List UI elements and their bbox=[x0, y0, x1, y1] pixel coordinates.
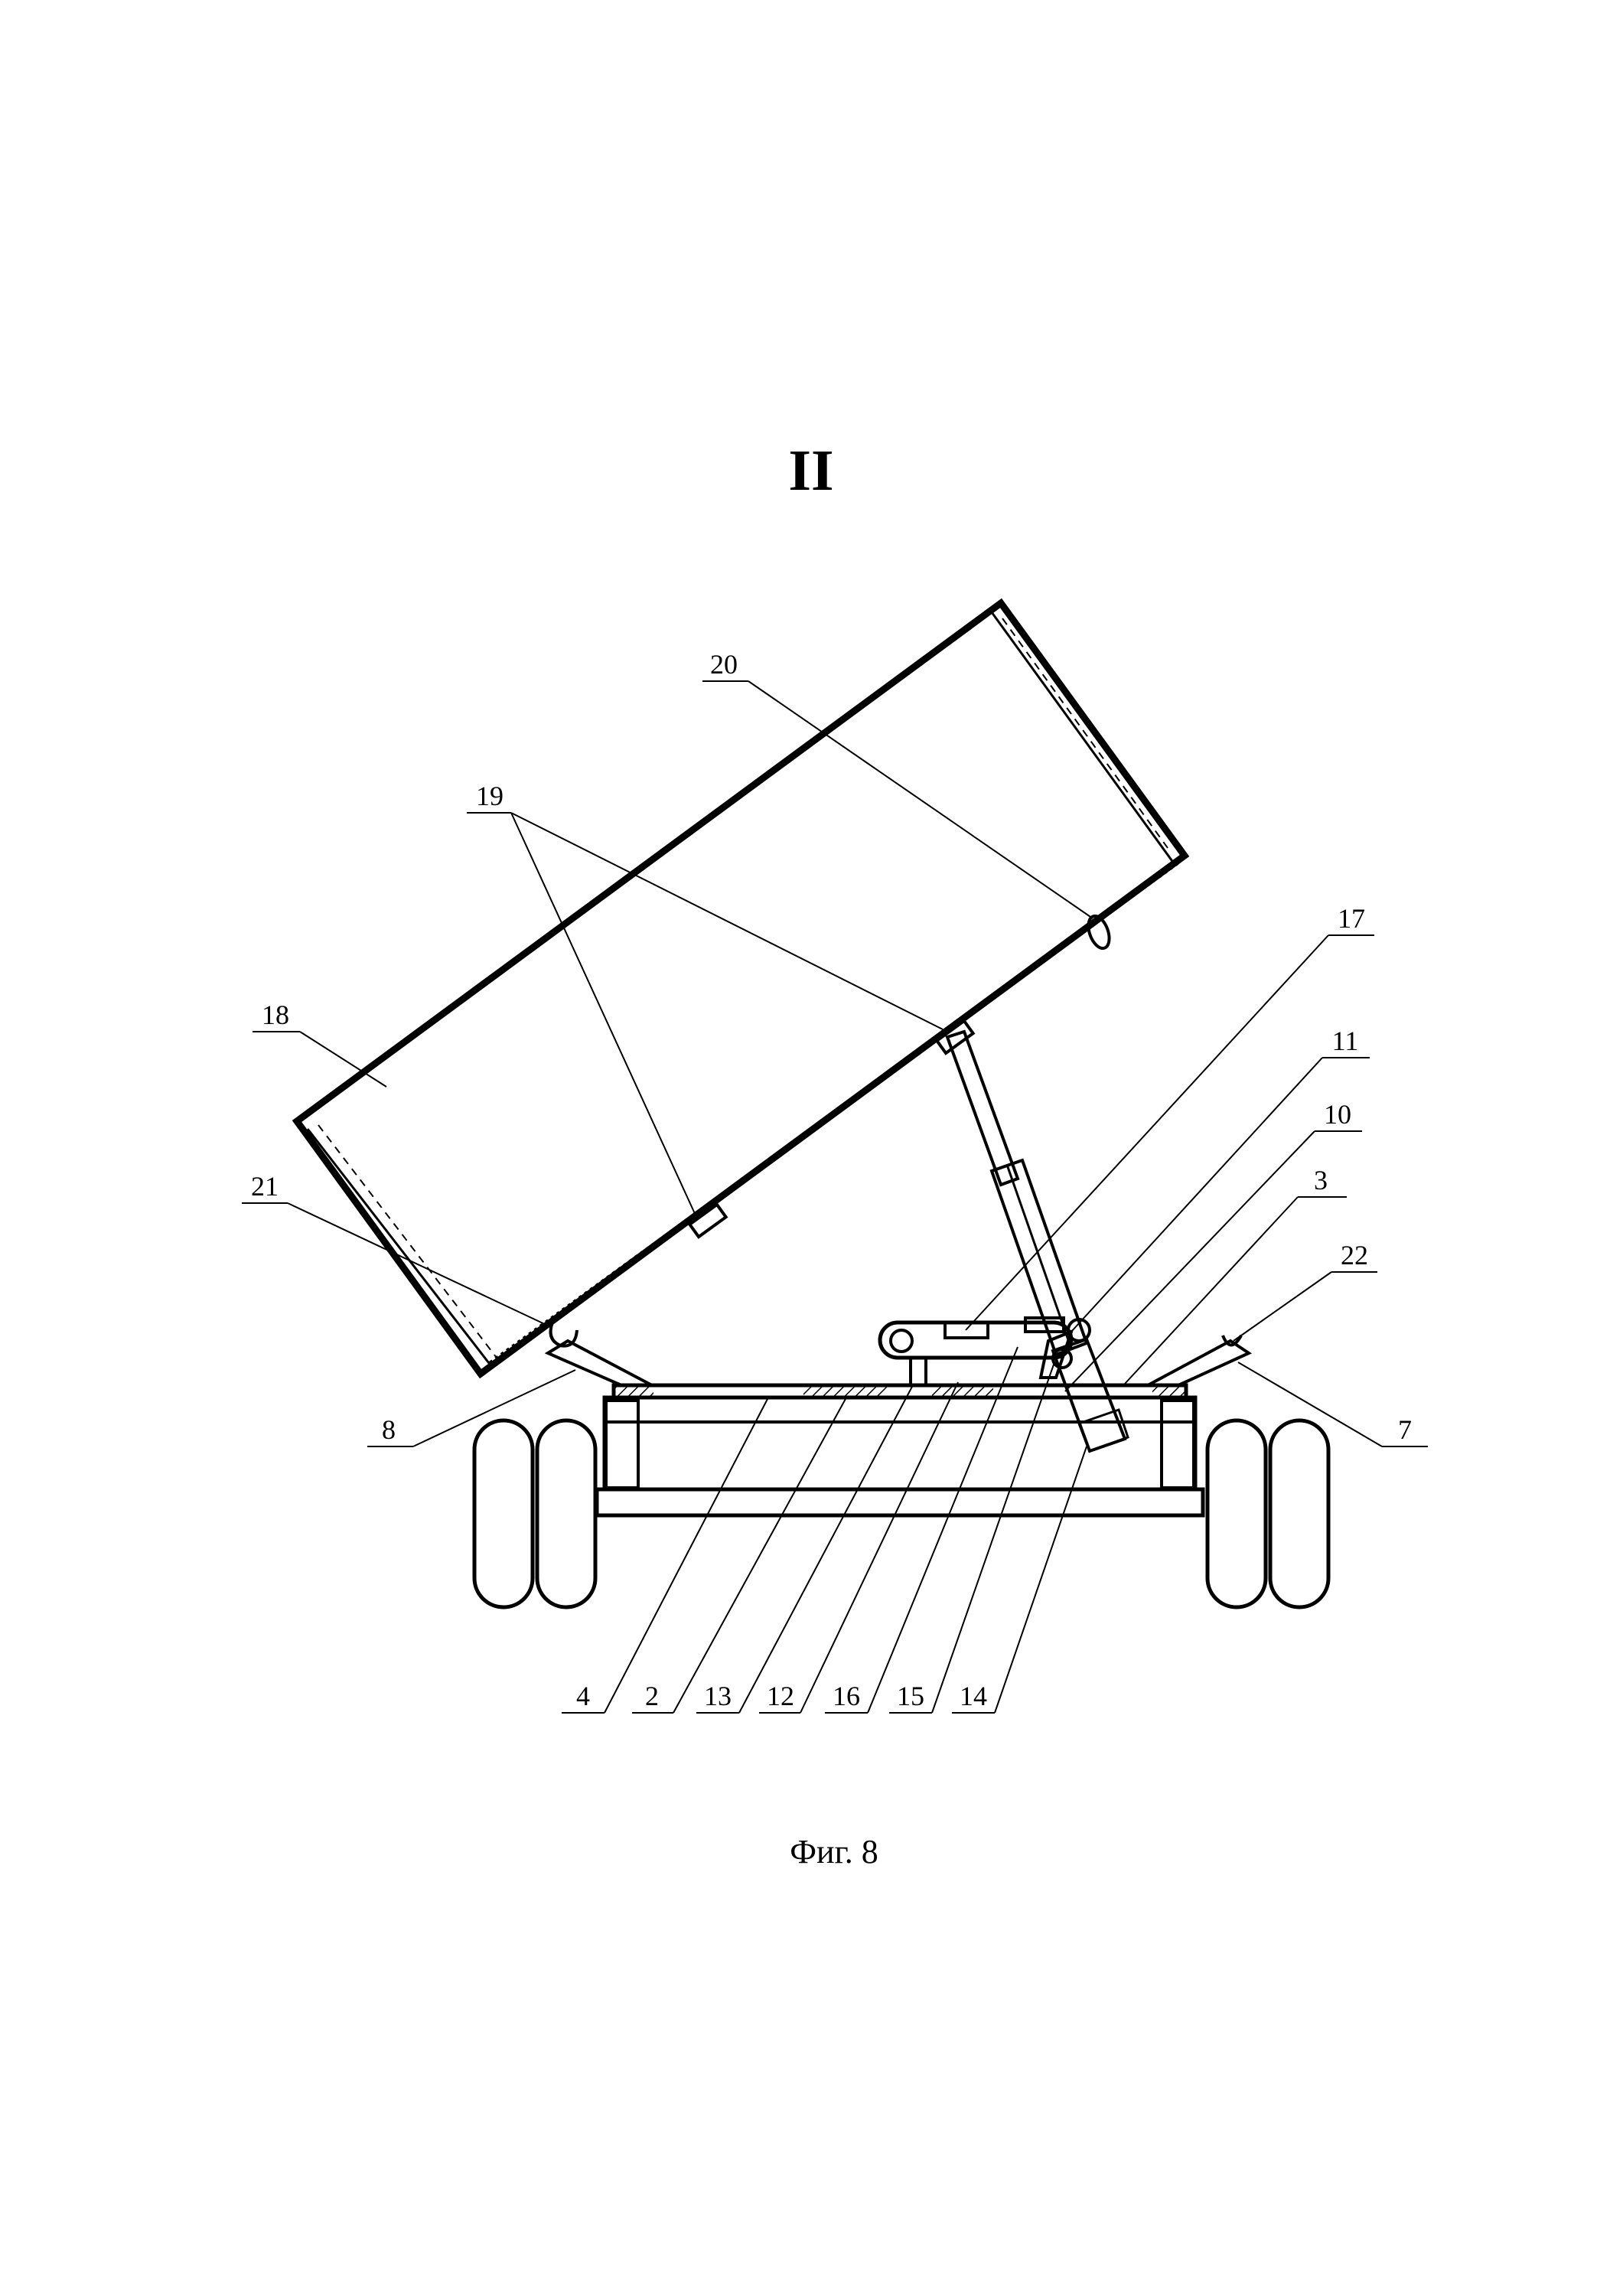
support-bracket-left bbox=[544, 1339, 653, 1387]
label-18: 18 bbox=[262, 1000, 289, 1030]
label-12: 12 bbox=[767, 1681, 794, 1711]
cylinder-end-cap bbox=[1077, 1408, 1129, 1453]
cylinder-pivot bbox=[1067, 1318, 1091, 1342]
deck-hatch-right bbox=[1152, 1385, 1186, 1397]
lever-arm bbox=[878, 1320, 1074, 1360]
label-20: 20 bbox=[710, 649, 738, 680]
lever-pivot-left bbox=[889, 1329, 914, 1353]
label-21: 21 bbox=[251, 1171, 279, 1202]
container-right-end-inner bbox=[990, 612, 1175, 864]
axle-beam bbox=[595, 1487, 1205, 1518]
wheels bbox=[472, 1418, 1331, 1609]
container-right-end-hatch bbox=[1002, 618, 1168, 849]
deck-hatch-mid-left bbox=[803, 1385, 888, 1397]
label-11: 11 bbox=[1332, 1026, 1359, 1056]
wheel-left-inner bbox=[535, 1418, 598, 1609]
lever-clamp bbox=[943, 1321, 989, 1339]
deck-hatch-left bbox=[614, 1385, 653, 1397]
container-left-end-inner bbox=[306, 1128, 493, 1367]
label-16: 16 bbox=[833, 1681, 860, 1711]
lever-clamp-right bbox=[1024, 1316, 1065, 1333]
view-label: II bbox=[788, 439, 833, 503]
part-labels: 20 19 18 21 8 17 11 10 3 22 7 4 2 13 12 … bbox=[251, 649, 1412, 1711]
container-left-end-hatch bbox=[318, 1124, 500, 1362]
bracket-hook-right bbox=[1221, 1334, 1243, 1347]
label-8: 8 bbox=[382, 1414, 396, 1445]
wheel-left-outer bbox=[472, 1418, 535, 1609]
label-19: 19 bbox=[476, 781, 504, 811]
label-2: 2 bbox=[645, 1681, 659, 1711]
deck-hatch-mid-right bbox=[932, 1385, 993, 1397]
label-10: 10 bbox=[1324, 1099, 1351, 1130]
label-7: 7 bbox=[1398, 1414, 1412, 1445]
label-13: 13 bbox=[704, 1681, 732, 1711]
frame-post-left bbox=[605, 1399, 640, 1489]
label-4: 4 bbox=[576, 1681, 590, 1711]
tilted-container bbox=[292, 598, 1190, 1379]
lever-assembly bbox=[878, 1316, 1091, 1385]
figure-caption: Фиг. 8 bbox=[790, 1833, 878, 1870]
wheel-right-inner bbox=[1205, 1418, 1268, 1609]
wheel-right-outer bbox=[1268, 1418, 1331, 1609]
label-22: 22 bbox=[1341, 1240, 1368, 1270]
label-17: 17 bbox=[1338, 903, 1365, 934]
cylinder-rod bbox=[945, 1029, 1020, 1187]
label-14: 14 bbox=[960, 1681, 987, 1711]
frame-post-right bbox=[1160, 1399, 1195, 1489]
lever-pin bbox=[1051, 1348, 1073, 1369]
floor-bracket-left bbox=[687, 1202, 728, 1239]
support-bracket-right bbox=[1147, 1339, 1253, 1387]
container-outline bbox=[292, 598, 1190, 1379]
floor-bracket-right bbox=[934, 1019, 976, 1055]
label-3: 3 bbox=[1314, 1165, 1328, 1195]
latch-hook bbox=[1087, 914, 1111, 951]
label-15: 15 bbox=[897, 1681, 924, 1711]
leader-lines bbox=[242, 680, 1428, 1714]
lever-link bbox=[1038, 1329, 1074, 1379]
